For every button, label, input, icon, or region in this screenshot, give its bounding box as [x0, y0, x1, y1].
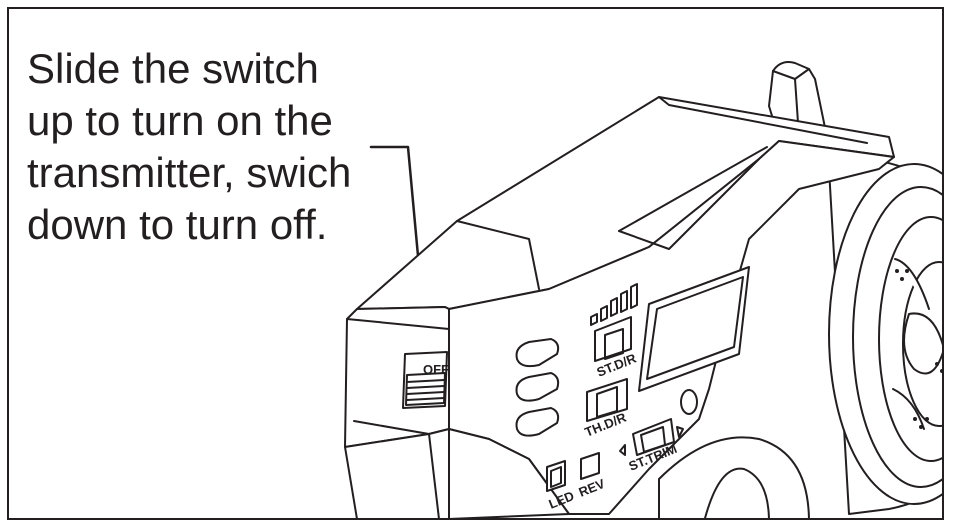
- instruction-line: transmitter, swich: [27, 149, 352, 196]
- transmitter-body: [344, 96, 895, 518]
- led-indicator: [546, 460, 566, 492]
- transmitter-illustration: OFF ST.D/R TH.D/R ST.TRIM: [344, 61, 942, 518]
- instruction-line: Slide the switch: [27, 45, 319, 92]
- diagram-frame: Slide the switch up to turn on the trans…: [7, 7, 944, 520]
- grip-slots: [515, 338, 560, 437]
- reverse-switch[interactable]: [580, 452, 600, 480]
- display-window: [638, 266, 750, 392]
- instruction-text: Slide the switch up to turn on the trans…: [27, 43, 387, 251]
- instruction-line: down to turn off.: [27, 201, 328, 248]
- steering-dual-rate-control[interactable]: [590, 283, 638, 362]
- power-switch-label: OFF: [423, 362, 449, 377]
- power-switch[interactable]: [402, 351, 448, 409]
- instruction-line: up to turn on the: [27, 97, 333, 144]
- steering-trim-control[interactable]: [619, 418, 684, 456]
- indicator-light: [680, 389, 698, 415]
- wheel-grip-dots: [895, 269, 942, 429]
- throttle-dual-rate-control[interactable]: [586, 378, 628, 422]
- steering-wheel: [828, 158, 942, 515]
